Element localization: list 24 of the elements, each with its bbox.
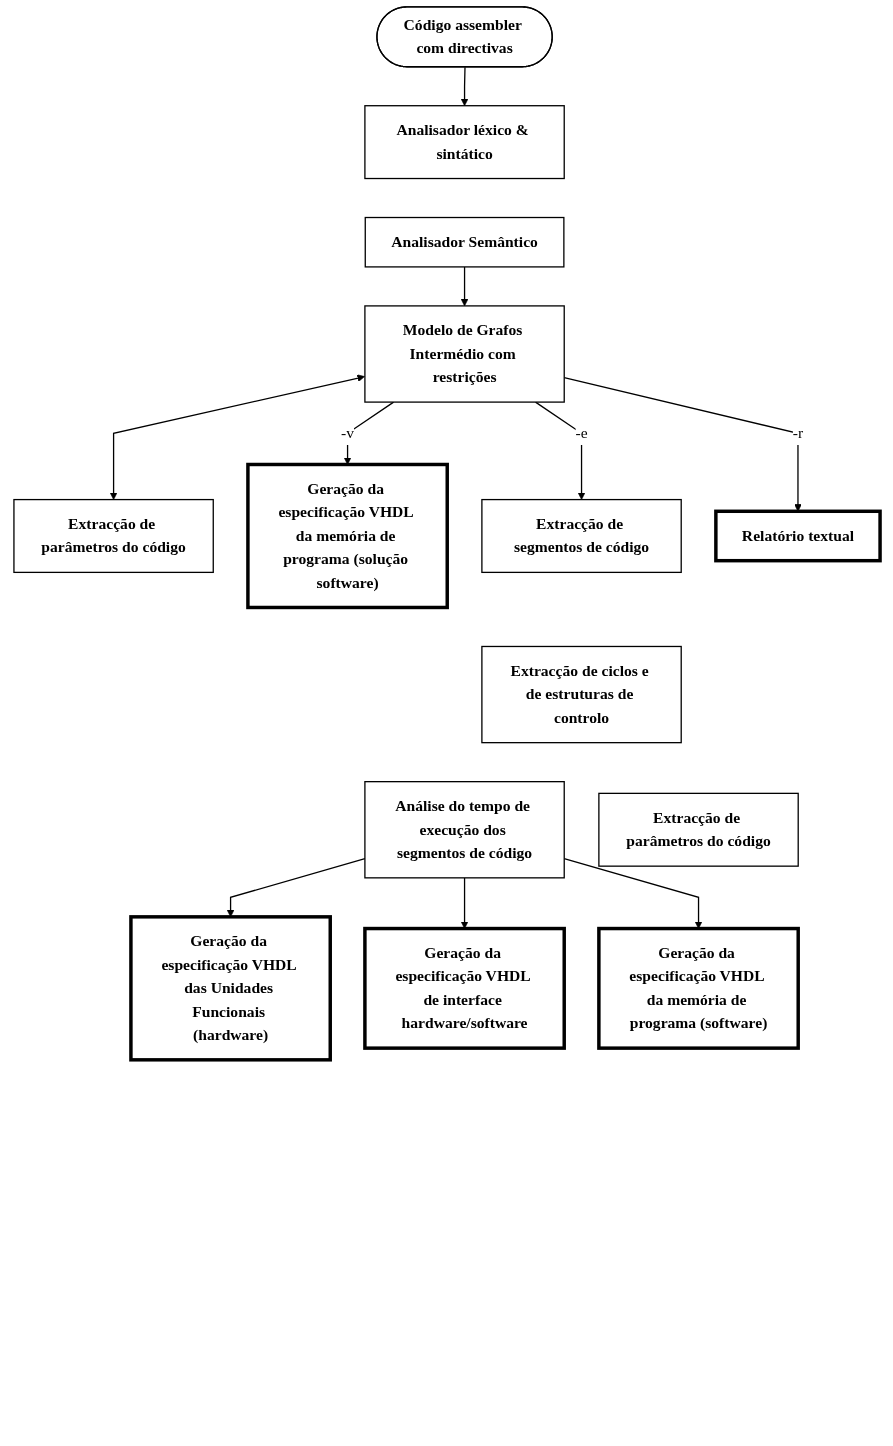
arrow — [534, 401, 585, 500]
arrow — [460, 877, 468, 929]
node-box: Geração da especificação VHDL das Unidades Funcionais (hardware) — [128, 915, 332, 1062]
node-box: Extracção de ciclos e de estruturas de controlo — [480, 645, 682, 744]
arrow — [460, 266, 468, 307]
arrow — [563, 857, 702, 929]
node-box: Extracção de parâmetros do código — [12, 498, 214, 574]
arrow — [563, 377, 802, 512]
arrow — [460, 66, 468, 107]
node-box: Geração da especificação VHDL da memória de programa (software) — [596, 926, 800, 1050]
node-box: Análise do tempo de execução dos segmentos de código — [363, 781, 565, 879]
edge-label: -r — [792, 424, 803, 442]
node-box: Extracção de parâmetros do código — [597, 792, 799, 867]
edge-label: -e — [574, 424, 588, 442]
arrow — [109, 374, 365, 500]
node-box: Relatório textual — [713, 509, 882, 563]
node-box: Extracção de segmentos de código — [480, 498, 682, 574]
arrow — [343, 401, 394, 465]
node-box: Modelo de Grafos Intermédio com restrições — [363, 305, 565, 403]
edge-label: -v — [340, 424, 354, 442]
node-box: Geração da especificação VHDL de interface hardware/software — [362, 926, 566, 1050]
node-box: Geração da especificação VHDL da memória de programa (solução software) — [245, 462, 449, 610]
node-box: Analisador léxico & sintático — [363, 105, 565, 180]
node-box: Analisador Semântico — [364, 216, 564, 268]
